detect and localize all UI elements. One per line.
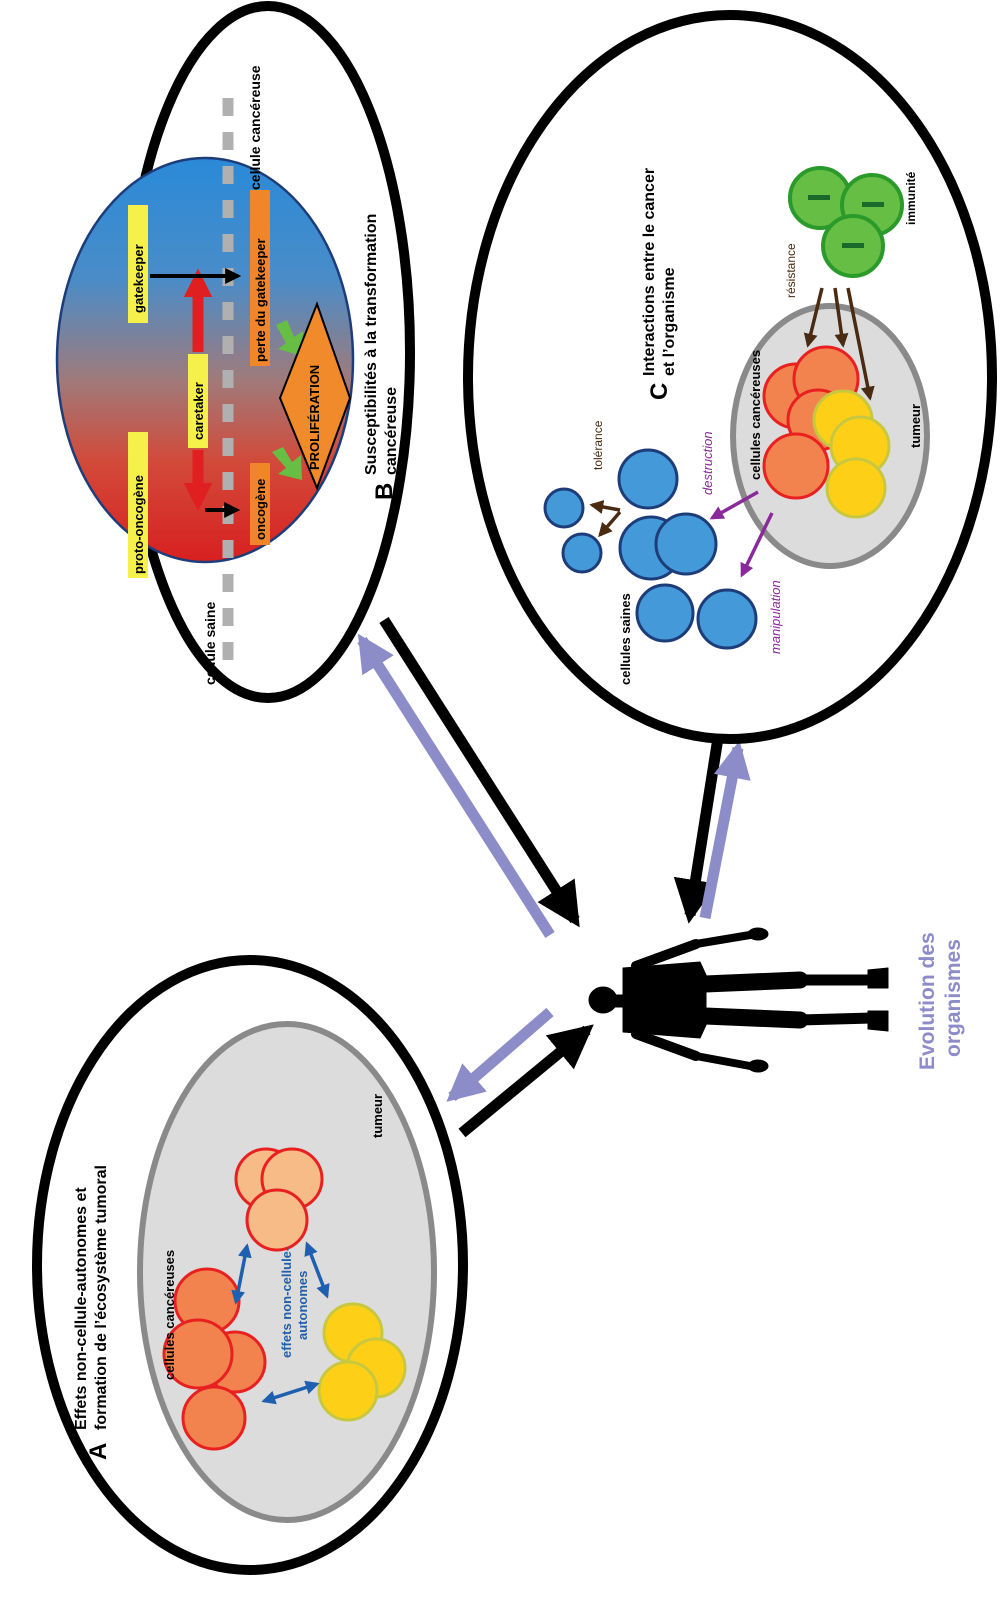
panel-c-tolerance-label: tolérance bbox=[591, 420, 605, 470]
panel-a: tumeur cellules cancéreuses effets non-c… bbox=[32, 955, 468, 1575]
oncogene-box bbox=[250, 463, 270, 545]
panel-c-resistance-label: résistance bbox=[784, 243, 798, 298]
arrow-c-to-human bbox=[673, 737, 724, 924]
panel-b: PROLIFÉRATION proto-oncogène caretaker g… bbox=[55, 1, 415, 703]
panel-c-minus-signs bbox=[808, 195, 884, 248]
human-silhouette-icon bbox=[588, 927, 889, 1073]
panel-c-destruction-label: destruction bbox=[700, 431, 715, 495]
panel-a-interaction-arrows bbox=[231, 1241, 330, 1405]
panel-c-tumor-arrows bbox=[709, 490, 774, 578]
panel-a-letter: A bbox=[85, 1443, 112, 1460]
panel-a-cancer-cells-label: cellules cancéreuses bbox=[162, 1250, 177, 1380]
healthy-cell-label: cellule saine bbox=[202, 602, 218, 685]
arrow-b-to-human bbox=[379, 617, 580, 928]
cancer-cell-label: cellule cancéreuse bbox=[247, 65, 263, 190]
panel-a-light-orange-cells bbox=[234, 1147, 324, 1252]
panel-a-effects-line1: effets non-cellule- bbox=[279, 1247, 294, 1358]
panel-c-cancer-cells-label: cellules cancéreuses bbox=[748, 350, 763, 480]
caretaker-label: caretaker bbox=[191, 382, 206, 440]
panel-b-title-line1: Susceptibilités à la transformation bbox=[363, 214, 380, 475]
arrow-a-to-human bbox=[458, 1024, 594, 1138]
organism-evolution-line1: Evolution des bbox=[916, 932, 939, 1070]
gatekeeper-box bbox=[128, 205, 148, 323]
panel-c-manipulation-label: manipulation bbox=[768, 580, 783, 654]
arrow-human-to-a bbox=[446, 1007, 554, 1102]
panel-c-immune-arrows bbox=[803, 287, 875, 401]
gatekeeper-label: gatekeeper bbox=[131, 244, 146, 313]
arrow-human-to-b bbox=[357, 633, 555, 938]
caretaker-box bbox=[188, 354, 208, 448]
green-arrows bbox=[272, 320, 303, 480]
panel-c: C Interactions entre le cancer et l’orga… bbox=[463, 10, 997, 744]
panel-c-healthy-cells-label: cellules saines bbox=[618, 593, 633, 685]
proliferation-diamond bbox=[278, 301, 352, 491]
panel-c-immunity-label: immunité bbox=[904, 171, 918, 225]
gatekeeper-loss-box bbox=[250, 190, 270, 366]
proliferation-label: PROLIFÉRATION bbox=[307, 365, 322, 470]
panel-c-healthy-cells bbox=[543, 448, 758, 650]
proto-oncogene-label: proto-oncogène bbox=[131, 475, 146, 574]
panel-a-effects-line2: autonomes bbox=[295, 1271, 310, 1340]
panel-c-title-line2: et l’organisme bbox=[661, 267, 678, 376]
panel-c-title-line1: Interactions entre le cancer bbox=[641, 168, 658, 376]
proto-oncogene-box bbox=[128, 432, 148, 578]
panel-c-letter: C bbox=[646, 383, 673, 400]
panel-b-letter: B bbox=[371, 483, 398, 500]
panel-a-tumor-label: tumeur bbox=[370, 1094, 385, 1138]
panel-a-orange-cells bbox=[162, 1267, 267, 1451]
gatekeeper-loss-label: perte du gatekeeper bbox=[253, 238, 268, 362]
panel-a-title-line1: Effets non-cellule-autonomes et bbox=[73, 1187, 90, 1430]
panel-b-title-line2: cancéreuse bbox=[383, 387, 400, 475]
panel-a-yellow-cells bbox=[317, 1302, 407, 1422]
panel-c-tumor-label: tumeur bbox=[908, 404, 923, 448]
arrow-human-to-c bbox=[699, 740, 751, 920]
panel-c-tolerance-arrows bbox=[589, 500, 622, 538]
panel-a-title-line2: formation de l’écosystème tumoral bbox=[93, 1165, 110, 1430]
organism-evolution-line2: organismes bbox=[942, 939, 965, 1057]
connector-arrows bbox=[357, 617, 751, 1138]
oncogene-label: oncogène bbox=[253, 479, 268, 540]
panel-c-yellow-cells bbox=[812, 389, 891, 519]
